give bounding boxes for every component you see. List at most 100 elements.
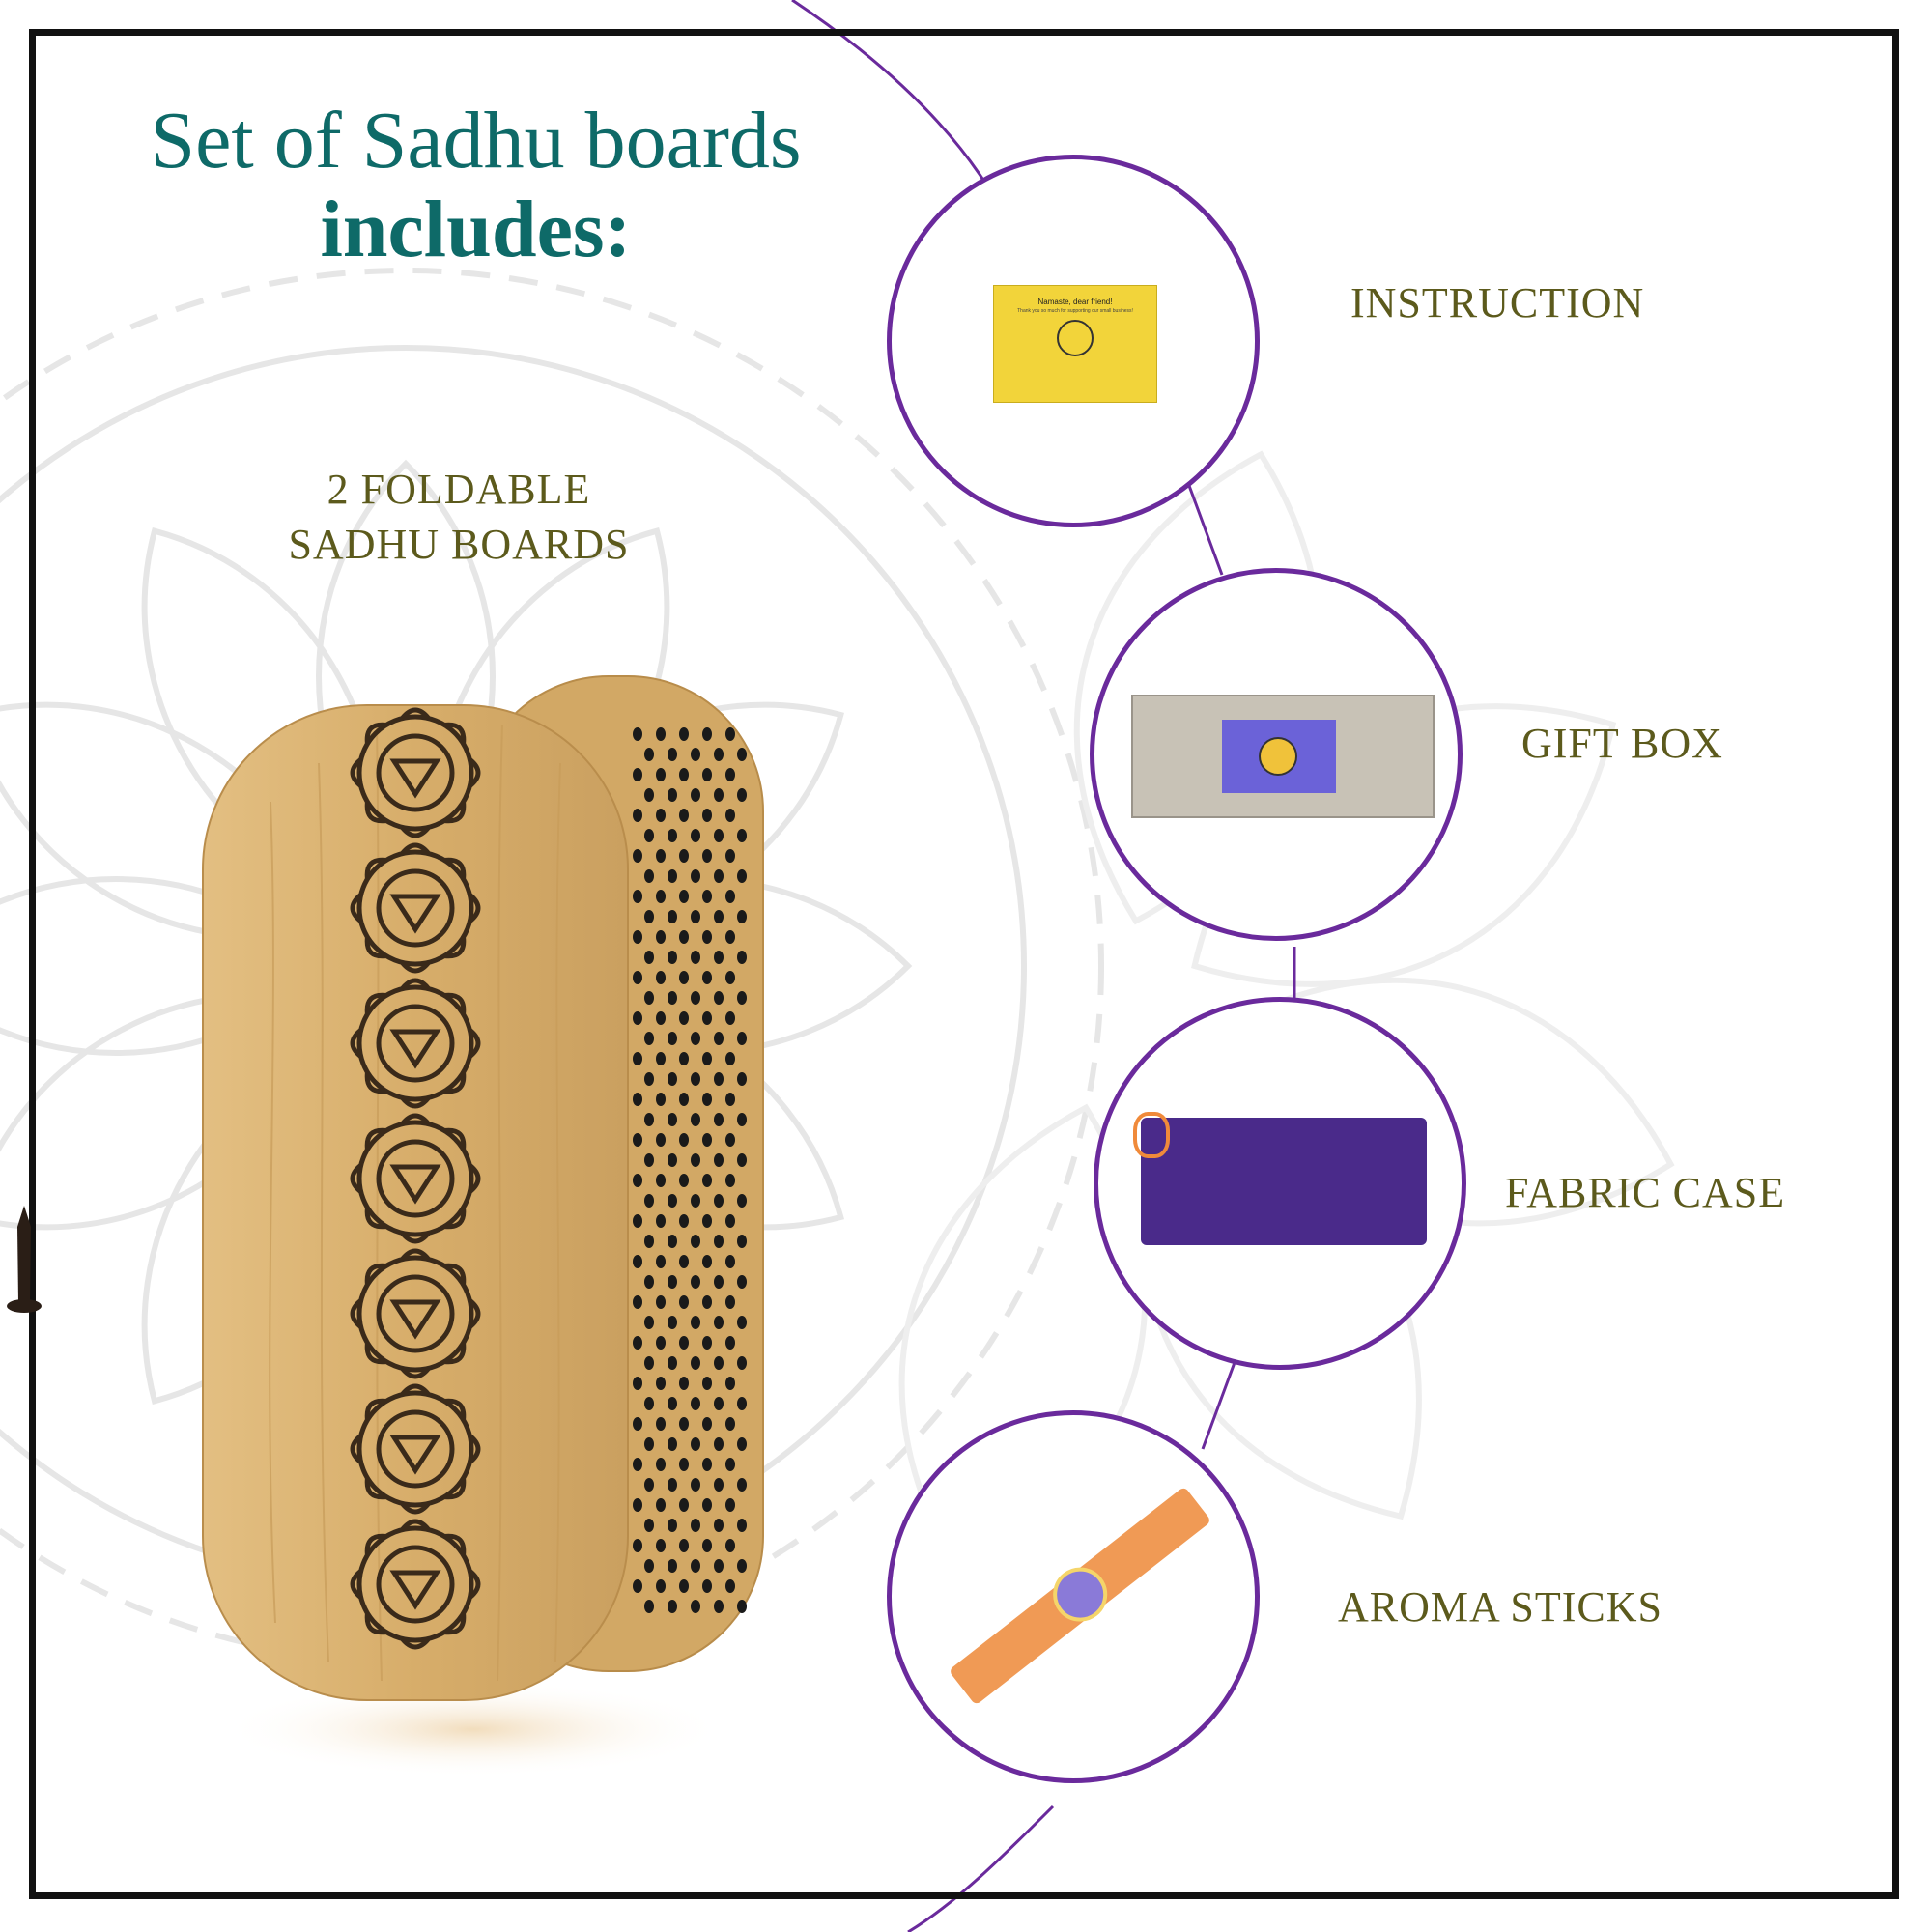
nail-hole bbox=[656, 1336, 666, 1350]
nail-hole bbox=[725, 1377, 735, 1390]
nail-hole bbox=[668, 869, 677, 883]
nail-hole bbox=[737, 1113, 747, 1126]
nail-hole bbox=[679, 1214, 689, 1228]
nail-hole bbox=[679, 1377, 689, 1390]
nail-hole bbox=[702, 1295, 712, 1309]
nail-hole bbox=[656, 890, 666, 903]
nail-hole bbox=[737, 1559, 747, 1573]
nail-hole bbox=[691, 1478, 700, 1492]
nail-hole bbox=[644, 1600, 654, 1613]
nail-hole bbox=[714, 1559, 724, 1573]
nail-hole bbox=[737, 829, 747, 842]
nail-hole bbox=[702, 1133, 712, 1147]
nail-hole bbox=[668, 910, 677, 923]
nail-hole bbox=[633, 1458, 642, 1471]
nail-hole bbox=[633, 1214, 642, 1228]
instruction-label: INSTRUCTION bbox=[1350, 279, 1645, 327]
gift-box-icon bbox=[1131, 695, 1435, 818]
nail-hole bbox=[702, 1255, 712, 1268]
nail-hole bbox=[679, 1174, 689, 1187]
nail-hole bbox=[714, 951, 724, 964]
nail-hole bbox=[644, 951, 654, 964]
nail-hole bbox=[644, 1113, 654, 1126]
nail-hole bbox=[691, 1559, 700, 1573]
chakra-symbol-icon bbox=[350, 1113, 481, 1244]
nail-hole bbox=[679, 1011, 689, 1025]
nail-hole bbox=[644, 1437, 654, 1451]
page-frame bbox=[29, 29, 1899, 1899]
nail-hole bbox=[656, 1458, 666, 1471]
nail-hole bbox=[714, 910, 724, 923]
nail-hole bbox=[714, 748, 724, 761]
nail-hole bbox=[714, 1478, 724, 1492]
nail-hole bbox=[679, 768, 689, 781]
nail-hole bbox=[702, 1539, 712, 1552]
nail-hole bbox=[691, 1235, 700, 1248]
nail-hole bbox=[691, 1032, 700, 1045]
nail-hole bbox=[714, 1113, 724, 1126]
nail-hole bbox=[691, 1316, 700, 1329]
nail-hole bbox=[702, 930, 712, 944]
title-line-2: includes: bbox=[320, 185, 632, 275]
gift-box-label: GIFT BOX bbox=[1521, 720, 1723, 767]
nail-hole bbox=[691, 829, 700, 842]
nail-hole bbox=[656, 1133, 666, 1147]
nail-hole bbox=[679, 890, 689, 903]
nail-hole bbox=[714, 788, 724, 802]
nail-hole bbox=[691, 748, 700, 761]
nail-hole bbox=[737, 951, 747, 964]
nail-hole bbox=[633, 849, 642, 863]
nail-hole bbox=[668, 1519, 677, 1532]
nail-hole bbox=[737, 788, 747, 802]
nail-hole bbox=[644, 1397, 654, 1410]
fabric-case-label: FABRIC CASE bbox=[1505, 1169, 1786, 1216]
nail-hole bbox=[691, 1437, 700, 1451]
chakra-symbol-icon bbox=[350, 1383, 481, 1515]
gift-box-circle bbox=[1090, 568, 1463, 941]
nail-hole bbox=[702, 1052, 712, 1065]
nail-hole bbox=[668, 1600, 677, 1613]
nail-hole bbox=[679, 1458, 689, 1471]
nail-hole bbox=[702, 971, 712, 984]
nail-hole bbox=[668, 1032, 677, 1045]
nail-hole bbox=[633, 1336, 642, 1350]
nail-hole bbox=[725, 1498, 735, 1512]
nail-hole bbox=[737, 1194, 747, 1208]
nail-hole bbox=[737, 1275, 747, 1289]
nail-hole bbox=[644, 1153, 654, 1167]
nail-hole bbox=[714, 1519, 724, 1532]
nail-hole bbox=[644, 1316, 654, 1329]
nail-hole bbox=[702, 1093, 712, 1106]
front-board bbox=[202, 704, 629, 1701]
nail-hole bbox=[702, 1579, 712, 1593]
nail-hole bbox=[702, 1498, 712, 1512]
instruction-card-icon: Namaste, dear friend! Thank you so much … bbox=[993, 285, 1157, 403]
nail-hole bbox=[679, 1255, 689, 1268]
nail-hole bbox=[656, 727, 666, 741]
nail-hole bbox=[725, 809, 735, 822]
nail-hole bbox=[679, 1093, 689, 1106]
nail-hole bbox=[725, 1214, 735, 1228]
nail-hole bbox=[644, 869, 654, 883]
nail-hole bbox=[644, 1519, 654, 1532]
nail-hole bbox=[656, 1579, 666, 1593]
nail-hole bbox=[633, 1498, 642, 1512]
nail-hole bbox=[725, 768, 735, 781]
nail-hole bbox=[633, 971, 642, 984]
nail-hole bbox=[656, 1011, 666, 1025]
nail-hole bbox=[714, 1437, 724, 1451]
nail-hole bbox=[656, 849, 666, 863]
nail-hole bbox=[668, 1397, 677, 1410]
nail-hole bbox=[633, 1295, 642, 1309]
nail-hole bbox=[714, 1153, 724, 1167]
nail-hole bbox=[656, 1174, 666, 1187]
nail-hole bbox=[737, 1153, 747, 1167]
nail-hole bbox=[668, 1194, 677, 1208]
nail-hole bbox=[644, 1559, 654, 1573]
fabric-case-circle bbox=[1094, 997, 1466, 1370]
nail-hole bbox=[644, 1194, 654, 1208]
nail-hole bbox=[633, 809, 642, 822]
page-title: Set of Sadhu boards includes: bbox=[0, 96, 952, 275]
nail-hole bbox=[679, 1579, 689, 1593]
gift-box-label-sticker bbox=[1222, 720, 1336, 793]
